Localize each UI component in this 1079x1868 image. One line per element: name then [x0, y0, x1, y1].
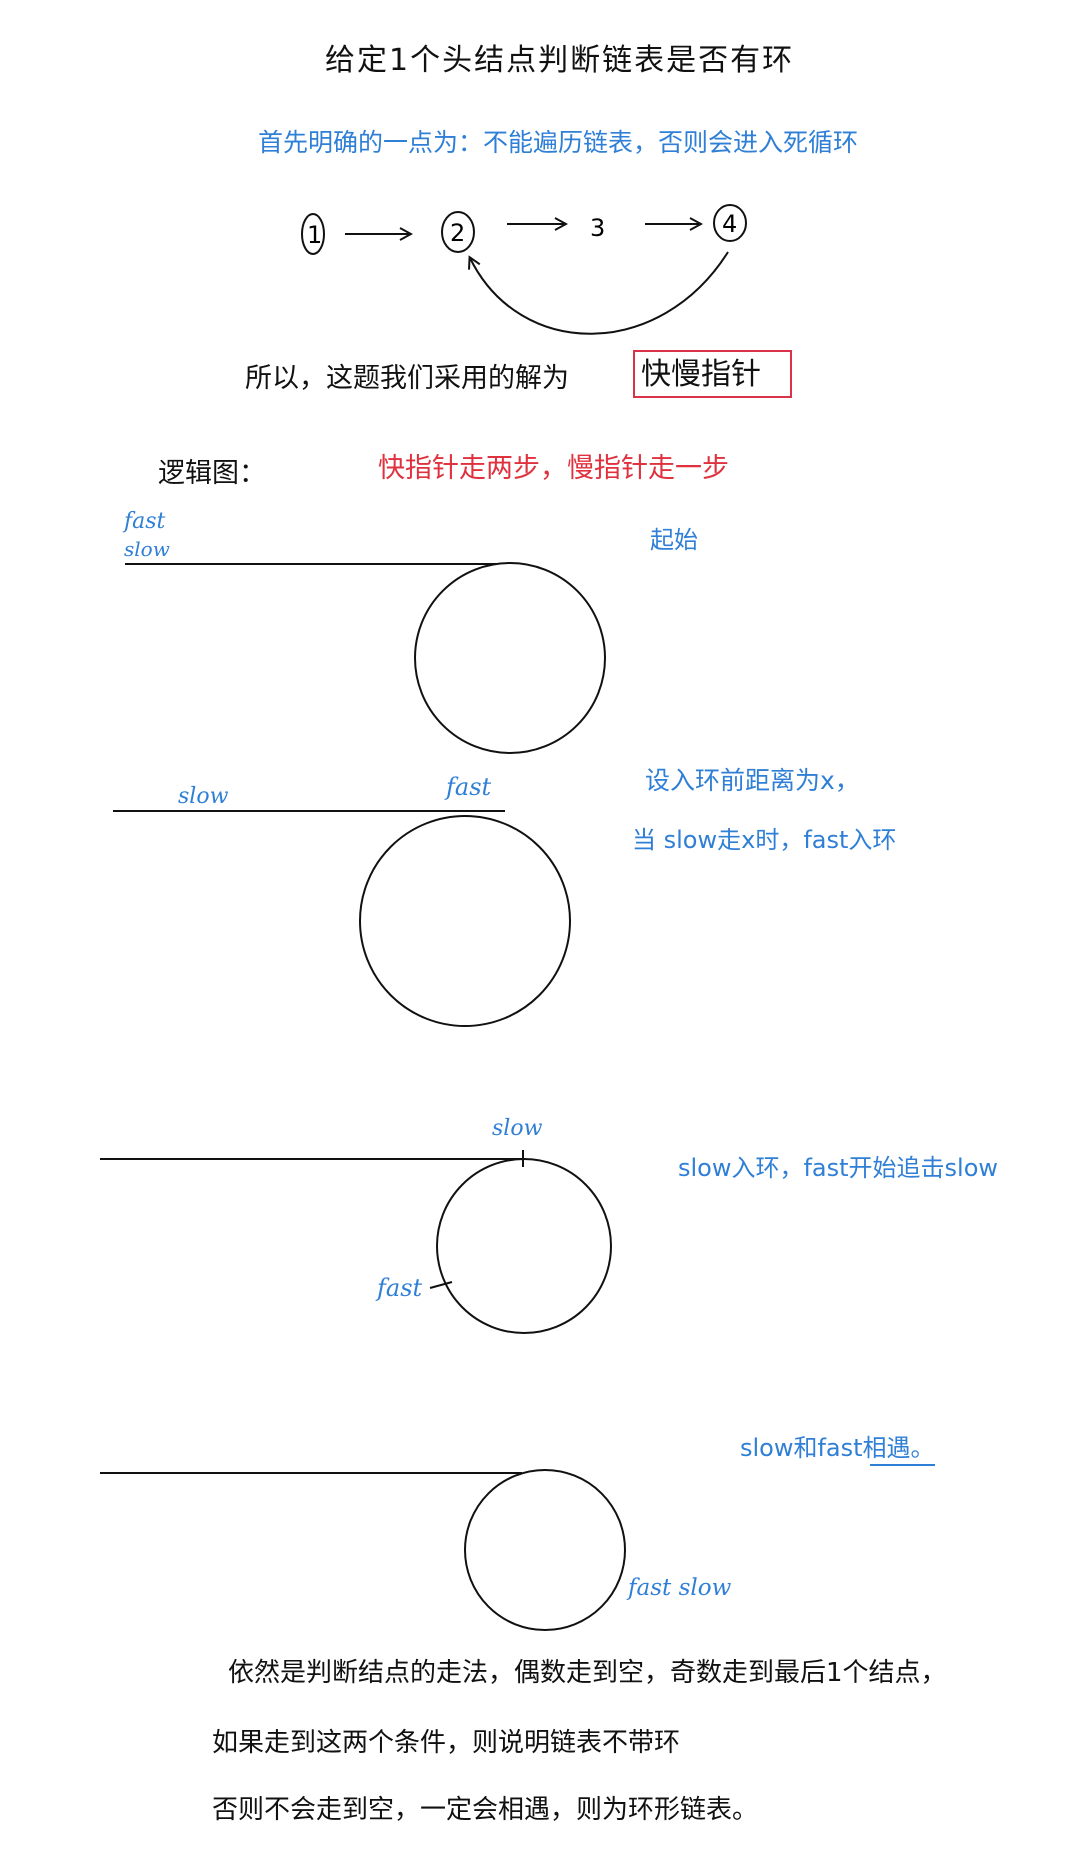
node-2-label: 2 [450, 219, 465, 247]
conclusion-line-1: 依然是判断结点的走法，偶数走到空，奇数走到最后1个结点， [228, 1658, 947, 1688]
node-3-label: 3 [590, 214, 605, 242]
stage-2-diagram [113, 810, 571, 1027]
page-title: 给定1个头结点判断链表是否有环 [325, 43, 795, 78]
stage-4-cycle-circle [464, 1469, 626, 1631]
stage-4-meet-label: fast slow [628, 1575, 732, 1601]
node-2-circle [441, 211, 475, 253]
stage-2-slow-label: slow [178, 784, 229, 809]
stage-3-fast-label: fast [377, 1274, 423, 1302]
stage-2-note-2: 当 slow走x时，fast入环 [632, 826, 897, 854]
logic-rule: 快指针走两步，慢指针走一步 [378, 453, 729, 484]
stage-1-cycle-circle [414, 562, 606, 754]
node-1-label: 1 [307, 221, 322, 249]
stage-1-slow-label: slow [124, 537, 170, 561]
stage-3-cycle-circle [436, 1158, 612, 1334]
linked-list-diagram: 1 2 3 4 [301, 204, 747, 335]
approach-highlight: 快慢指针 [641, 357, 761, 392]
stage-3-slow-label: slow [492, 1116, 543, 1141]
node-4-label: 4 [722, 210, 737, 238]
stage-2-fast-label: fast [446, 773, 492, 801]
stage-1-fast-label: fast [124, 509, 166, 534]
arrow-4-to-2-loop [470, 251, 729, 335]
intro-note: 首先明确的一点为：不能遍历链表，否则会进入死循环 [258, 128, 859, 157]
stage-3-fast-tick [429, 1281, 453, 1289]
stage-4-diagram [100, 1469, 626, 1631]
highlight-box [633, 350, 792, 398]
conclusion-line-2: 如果走到这两个条件，则说明链表不带环 [212, 1728, 681, 1758]
stage-3-note: slow入环，fast开始追击slow [678, 1154, 999, 1182]
stage-3-diagram [100, 1150, 612, 1334]
stage-2-cycle-circle [359, 815, 571, 1027]
logic-label: 逻辑图： [158, 458, 266, 489]
node-4-circle [713, 204, 747, 242]
stage-2-note-1: 设入环前距离为x， [645, 766, 860, 795]
approach-prefix: 所以，这题我们采用的解为 [245, 363, 569, 394]
stage-4-note: slow和fast相遇。 [740, 1434, 935, 1462]
conclusion-line-3: 否则不会走到空，一定会相遇，则为环形链表。 [212, 1795, 759, 1825]
stage-1-diagram [125, 562, 606, 754]
stage-1-note: 起始 [650, 526, 698, 554]
node-1-circle [301, 213, 325, 255]
